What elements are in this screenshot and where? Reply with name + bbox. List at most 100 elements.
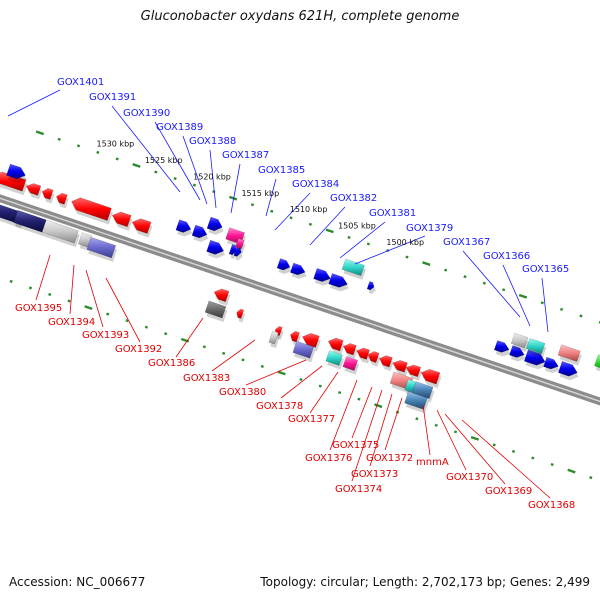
leader-line <box>105 277 141 343</box>
minor-tick <box>559 307 564 311</box>
minor-tick <box>106 312 110 316</box>
minor-tick <box>531 456 535 460</box>
minor-tick <box>154 170 158 174</box>
minor-tick <box>589 476 593 480</box>
gene-label-minus: GOX1395 <box>15 303 62 314</box>
minor-tick <box>366 242 370 246</box>
minor-tick <box>337 391 342 395</box>
leader-line <box>461 419 551 499</box>
gene-feature <box>290 262 306 276</box>
gene-label-plus: GOX1384 <box>292 179 339 190</box>
gene-label-minus: GOX1394 <box>48 317 95 328</box>
minor-tick <box>415 417 419 421</box>
leader-line <box>230 163 241 214</box>
major-tick <box>374 403 383 409</box>
gene-label-minus: GOX1393 <box>82 330 129 341</box>
leader-line <box>369 393 393 467</box>
minor-tick <box>598 320 600 324</box>
minor-tick <box>299 377 303 382</box>
leader-line <box>85 269 104 328</box>
minor-tick <box>357 397 361 401</box>
minor-tick <box>550 462 554 467</box>
gene-feature <box>356 347 370 360</box>
minor-tick <box>125 319 129 323</box>
leader-line <box>462 250 521 318</box>
accession-text: Accession: NC_006677 <box>9 575 146 589</box>
gene-feature <box>342 356 359 371</box>
ruler-label: 1515 kbp <box>241 189 279 198</box>
gene-label-minus: GOX1375 <box>332 440 379 451</box>
gene-label-minus: mnmA <box>416 457 449 468</box>
leader-line <box>211 339 256 372</box>
gene-feature <box>523 349 546 366</box>
minor-tick <box>434 423 438 427</box>
gene-label-plus: GOX1382 <box>330 193 377 204</box>
minor-tick <box>453 430 458 434</box>
minor-tick <box>482 281 486 285</box>
leader-line <box>339 221 386 259</box>
minor-tick <box>96 150 100 154</box>
major-tick <box>132 163 141 168</box>
minor-tick <box>222 351 226 355</box>
minor-tick <box>289 216 293 220</box>
leader-line <box>111 105 181 193</box>
gene-feature <box>206 216 223 232</box>
gene-feature <box>6 163 26 180</box>
gene-label-plus: GOX1381 <box>369 208 416 219</box>
gene-feature <box>235 238 245 250</box>
leader-line <box>7 89 61 117</box>
gene-features <box>0 163 600 414</box>
minor-tick <box>463 275 467 279</box>
gene-feature <box>191 224 208 239</box>
gene-feature <box>86 236 117 259</box>
gene-label-plus: GOX1401 <box>57 77 104 88</box>
backbone-line <box>0 197 600 403</box>
gene-feature <box>290 330 300 343</box>
leader-line <box>280 365 323 399</box>
major-tick <box>325 228 334 234</box>
minor-tick <box>192 183 197 187</box>
gene-label-plus: GOX1379 <box>406 223 453 234</box>
leader-line <box>444 413 506 485</box>
gene-label-minus: GOX1372 <box>366 453 413 464</box>
gene-label-minus: GOX1369 <box>485 486 532 497</box>
minor-tick <box>511 449 516 454</box>
gene-feature <box>411 381 434 399</box>
gene-feature <box>204 300 227 319</box>
minor-tick <box>347 235 351 239</box>
minor-tick <box>270 209 274 213</box>
gene-feature <box>268 330 279 345</box>
gene-feature <box>392 360 408 373</box>
minor-tick <box>28 286 33 290</box>
gene-label-minus: GOX1383 <box>183 373 230 384</box>
gene-feature <box>327 337 344 352</box>
gene-label-plus: GOX1387 <box>222 150 269 161</box>
leader-line <box>436 409 467 471</box>
major-tick <box>470 435 480 441</box>
minor-tick <box>502 288 506 292</box>
gene-label-minus: GOX1374 <box>335 484 382 495</box>
gene-label-plus: GOX1389 <box>156 122 203 133</box>
gene-feature <box>493 340 510 353</box>
gene-feature <box>206 239 225 255</box>
genome-backbone <box>0 194 600 406</box>
major-tick <box>567 468 576 474</box>
gene-feature <box>71 197 112 221</box>
leader-line <box>182 135 208 205</box>
gene-label-plus: GOX1390 <box>123 108 170 119</box>
minor-tick <box>492 443 496 447</box>
gene-feature <box>131 218 152 234</box>
ruler-label: 1520 kbp <box>193 172 231 181</box>
ruler-label: 1510 kbp <box>290 205 328 214</box>
major-tick <box>180 337 190 343</box>
map-title: Gluconobacter oxydans 621H, complete gen… <box>140 9 460 24</box>
minor-tick <box>115 157 119 161</box>
gene-feature <box>543 356 559 370</box>
backbone-line <box>0 194 600 402</box>
minor-tick <box>405 255 409 259</box>
gene-feature <box>367 351 380 363</box>
minor-tick <box>48 292 52 297</box>
major-tick <box>228 195 238 201</box>
gene-label-plus: GOX1388 <box>189 136 236 147</box>
